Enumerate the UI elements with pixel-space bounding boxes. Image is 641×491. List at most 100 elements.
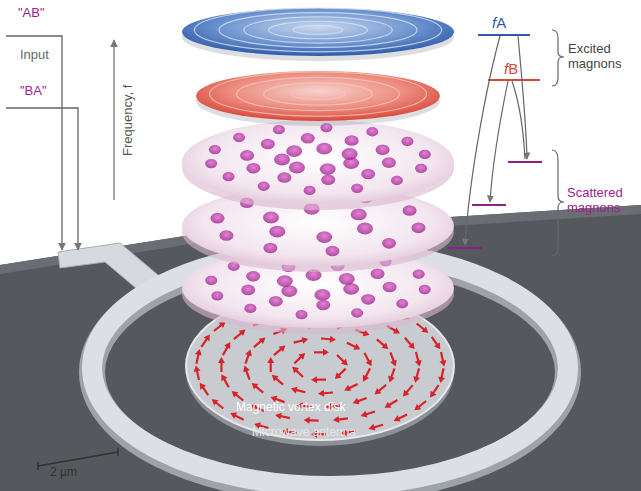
scale-tick bbox=[117, 448, 119, 456]
magnetization-arrowhead bbox=[318, 390, 324, 397]
mode-lobe bbox=[371, 268, 385, 279]
mode-lobe bbox=[339, 273, 355, 285]
mode-lobe bbox=[382, 238, 396, 249]
magnetization-arrowhead bbox=[221, 374, 227, 381]
magnetization-arrowhead bbox=[224, 342, 230, 349]
magnetization-arrowhead bbox=[304, 417, 310, 424]
mode-lobe bbox=[325, 246, 339, 257]
input-pulse-line bbox=[6, 108, 78, 250]
magnetization-arrowhead bbox=[382, 342, 389, 349]
magnetization-arrowhead bbox=[200, 383, 206, 390]
mode-lobe bbox=[351, 308, 363, 317]
magnetization-arrowhead bbox=[366, 359, 372, 366]
level-a bbox=[478, 34, 530, 36]
mode-lobe bbox=[396, 299, 408, 308]
mode-lobe bbox=[304, 186, 316, 195]
mode-lobe bbox=[263, 212, 279, 224]
bracket-label: Scattered magnons bbox=[567, 186, 637, 216]
scale-tick bbox=[37, 462, 39, 470]
magnetization-arrowhead bbox=[272, 375, 279, 382]
scattering-arrow bbox=[512, 81, 525, 159]
mode-lobe bbox=[403, 205, 417, 216]
mode-lobe bbox=[263, 243, 277, 254]
scattered-level bbox=[508, 161, 542, 163]
scattered-level bbox=[472, 204, 506, 206]
frequency-label: fB bbox=[504, 60, 518, 77]
mode-ring bbox=[269, 21, 368, 38]
magnetization-arrowhead bbox=[353, 398, 360, 405]
mode-lobe bbox=[413, 269, 425, 278]
mode-lobe bbox=[383, 282, 397, 293]
magnetization-arrowhead bbox=[353, 344, 360, 350]
magnetization-arrowhead bbox=[375, 388, 382, 395]
mode-lobe bbox=[240, 150, 254, 161]
magnetization-arrowhead bbox=[415, 360, 422, 367]
bracket bbox=[552, 150, 564, 256]
signal-name: "AB" bbox=[18, 6, 45, 21]
mode-ring bbox=[210, 72, 427, 116]
bracket-label: Excited magnons bbox=[568, 42, 636, 72]
mode-lobe bbox=[223, 172, 235, 181]
input-label: Input bbox=[20, 48, 49, 63]
mode-ring bbox=[237, 77, 400, 110]
magnetization-arrowhead bbox=[204, 334, 210, 341]
mode-lobe bbox=[269, 226, 285, 238]
mode-lobe bbox=[269, 296, 283, 307]
mode-lobe bbox=[246, 271, 260, 282]
mode-ring bbox=[293, 26, 342, 35]
mode-lobe bbox=[316, 143, 332, 155]
mode-lobe bbox=[321, 174, 335, 185]
magnetization-arrowhead bbox=[194, 365, 201, 372]
mode-lobe bbox=[274, 154, 290, 166]
mode-lobe bbox=[342, 148, 358, 160]
scattered-mode-profile bbox=[182, 120, 454, 204]
mode-lobe bbox=[233, 133, 245, 142]
mode-lobe bbox=[241, 285, 255, 296]
mode-lobe bbox=[401, 137, 413, 146]
level-b bbox=[488, 79, 540, 81]
scale-label: 2 µm bbox=[50, 466, 77, 480]
magnetization-arrowhead bbox=[323, 349, 329, 356]
mode-ring bbox=[291, 88, 345, 99]
magnetization-arrowhead bbox=[393, 327, 400, 333]
mode-lobe bbox=[382, 157, 396, 168]
mode-ring bbox=[194, 8, 441, 52]
scattering-arrow bbox=[490, 81, 508, 202]
input-pulse-line bbox=[6, 36, 62, 250]
mode-lobe bbox=[419, 285, 431, 294]
excited-mode-a bbox=[182, 8, 454, 56]
magnetization-arrowhead bbox=[302, 337, 309, 344]
magnetization-arrowhead bbox=[414, 404, 421, 410]
magnetization-arrowhead bbox=[267, 357, 274, 363]
magnetization-arrowhead bbox=[292, 367, 299, 374]
scale-bar bbox=[38, 452, 118, 466]
magnetization-arrowhead bbox=[218, 357, 225, 363]
mode-lobe bbox=[277, 275, 293, 287]
magnetization-arrowhead bbox=[440, 360, 447, 367]
scattering-arrow bbox=[518, 36, 527, 159]
mode-lobe bbox=[211, 291, 223, 300]
mode-lobe bbox=[351, 209, 367, 221]
mode-ring bbox=[264, 83, 372, 105]
mode-lobe bbox=[286, 145, 302, 157]
mode-lobe bbox=[320, 163, 336, 175]
magnetization-arrowhead bbox=[413, 376, 420, 383]
magnetization-arrowhead bbox=[408, 342, 415, 349]
mode-lobe bbox=[277, 172, 291, 183]
axis-label: Frequency, f bbox=[121, 84, 136, 155]
magnetization-arrowhead bbox=[252, 383, 259, 390]
mode-lobe bbox=[361, 169, 375, 180]
frequency-axis bbox=[113, 40, 114, 200]
mode-lobe bbox=[210, 213, 224, 224]
magnetization-arrowhead bbox=[430, 391, 436, 398]
magnetization-arrowhead bbox=[311, 376, 317, 383]
mode-lobe bbox=[412, 223, 426, 234]
bracket bbox=[552, 30, 564, 86]
mode-lobe bbox=[301, 133, 315, 144]
magnetization-arrowhead bbox=[333, 416, 339, 423]
magnetization-arrowhead bbox=[394, 415, 401, 421]
mode-ring bbox=[219, 13, 417, 48]
magnetization-arrowhead bbox=[438, 376, 445, 383]
mode-lobe bbox=[261, 139, 275, 150]
magnetization-arrowhead bbox=[239, 330, 246, 336]
